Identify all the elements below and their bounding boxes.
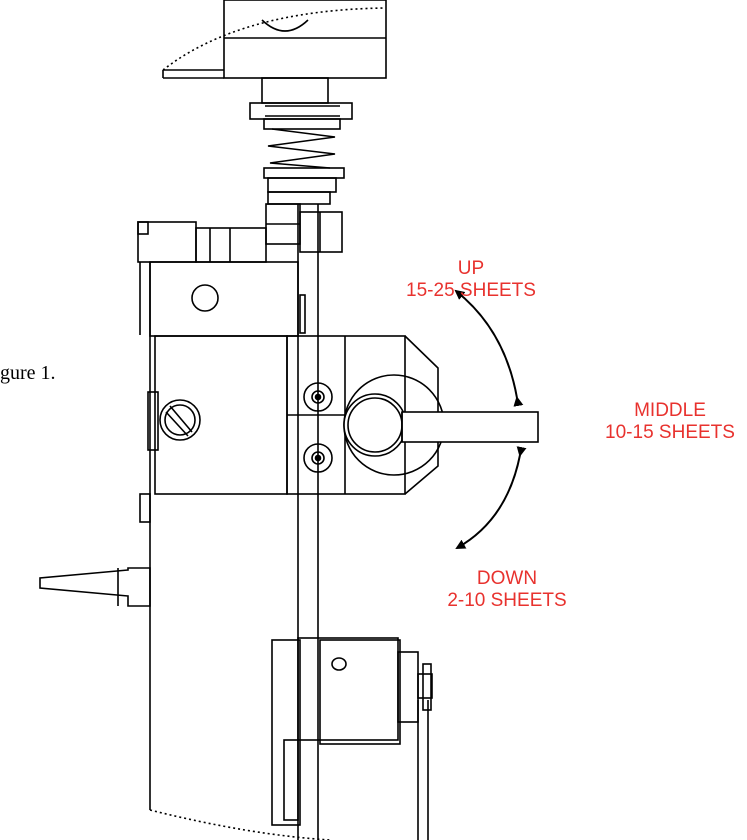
label-middle-range: 10-15 SHEETS: [605, 422, 735, 443]
label-down-range: 2-10 SHEETS: [447, 590, 567, 611]
housing: [137, 221, 331, 840]
spring-shaft: [249, 77, 353, 205]
label-down: DOWN 2-10 SHEETS: [427, 568, 587, 612]
lower-assembly: [39, 493, 433, 840]
up-arrow: [454, 289, 524, 407]
label-down-title: DOWN: [476, 568, 538, 589]
direction-arrows: [454, 289, 527, 549]
label-middle: MIDDLE 10-15 SHEETS: [600, 400, 740, 444]
label-up: UP 15-25 SHEETS: [386, 258, 556, 302]
down-arrow: [455, 446, 527, 549]
label-up-title: UP: [457, 258, 485, 279]
cam-lever: [343, 374, 539, 476]
label-middle-title: MIDDLE: [634, 400, 706, 421]
top-knob: [162, 0, 387, 79]
figure-caption: gure 1.: [0, 362, 56, 384]
label-up-range: 15-25 SHEETS: [406, 280, 536, 301]
